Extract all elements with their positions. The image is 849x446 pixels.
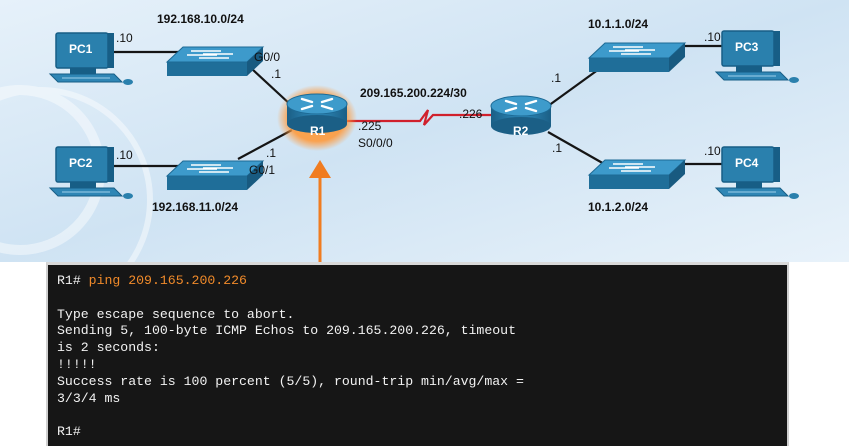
- r1-g01-ip: .1: [266, 146, 276, 160]
- serial-link: [344, 109, 492, 126]
- network-wan: 209.165.200.224/30: [360, 86, 467, 100]
- terminal-output: R1# ping 209.165.200.226 Type escape seq…: [46, 262, 789, 446]
- r1-g01-label: G0/1: [249, 163, 275, 177]
- pc2-ip: .10: [116, 148, 133, 162]
- r2-bottom-ip: .1: [552, 141, 562, 155]
- terminal-output-line: Type escape sequence to abort.: [57, 306, 295, 322]
- terminal-text: R1# ping 209.165.200.226 Type escape seq…: [48, 265, 787, 441]
- diagram-background: [0, 0, 849, 262]
- pc2-label: PC2: [69, 156, 93, 170]
- r2-top-ip: .1: [551, 71, 561, 85]
- r2-label: R2: [513, 124, 529, 138]
- terminal-command: ping 209.165.200.226: [80, 273, 247, 288]
- r1-g00-ip: .1: [271, 67, 281, 81]
- r1-s000-ip: .225: [358, 119, 382, 133]
- terminal-output-line: !!!!!: [57, 356, 97, 372]
- pc3-ip: .10: [704, 30, 721, 44]
- router-r1: [277, 85, 357, 151]
- pc4-label: PC4: [735, 156, 759, 170]
- network-10-1-2: 10.1.2.0/24: [588, 200, 648, 214]
- r1-s000-label: S0/0/0: [358, 136, 393, 150]
- terminal-output-line: is 2 seconds:: [57, 340, 160, 356]
- terminal-output-line: Sending 5, 100-byte ICMP Echos to 209.16…: [57, 323, 516, 339]
- pc3-label: PC3: [735, 40, 759, 54]
- switch-192-168-10: [166, 46, 264, 77]
- r1-g00-label: G0/0: [254, 50, 280, 64]
- switch-10-1-2: [588, 159, 686, 190]
- terminal-output-line: Success rate is 100 percent (5/5), round…: [57, 373, 524, 389]
- terminal-prompt: R1#: [57, 273, 81, 288]
- r2-wan-ip: .226: [459, 107, 483, 121]
- r1-label: R1: [310, 124, 326, 138]
- pc1-ip: .10: [116, 31, 133, 45]
- switch-10-1-1: [588, 42, 686, 73]
- network-192-168-10: 192.168.10.0/24: [157, 12, 244, 26]
- pc4-ip: .10: [704, 144, 721, 158]
- network-10-1-1: 10.1.1.0/24: [588, 17, 648, 31]
- pc1-label: PC1: [69, 42, 93, 56]
- terminal-output-line: 3/3/4 ms: [57, 390, 121, 406]
- terminal-prompt: R1#: [57, 424, 81, 440]
- network-192-168-11: 192.168.11.0/24: [152, 200, 238, 214]
- highlight-arrow: [309, 160, 331, 262]
